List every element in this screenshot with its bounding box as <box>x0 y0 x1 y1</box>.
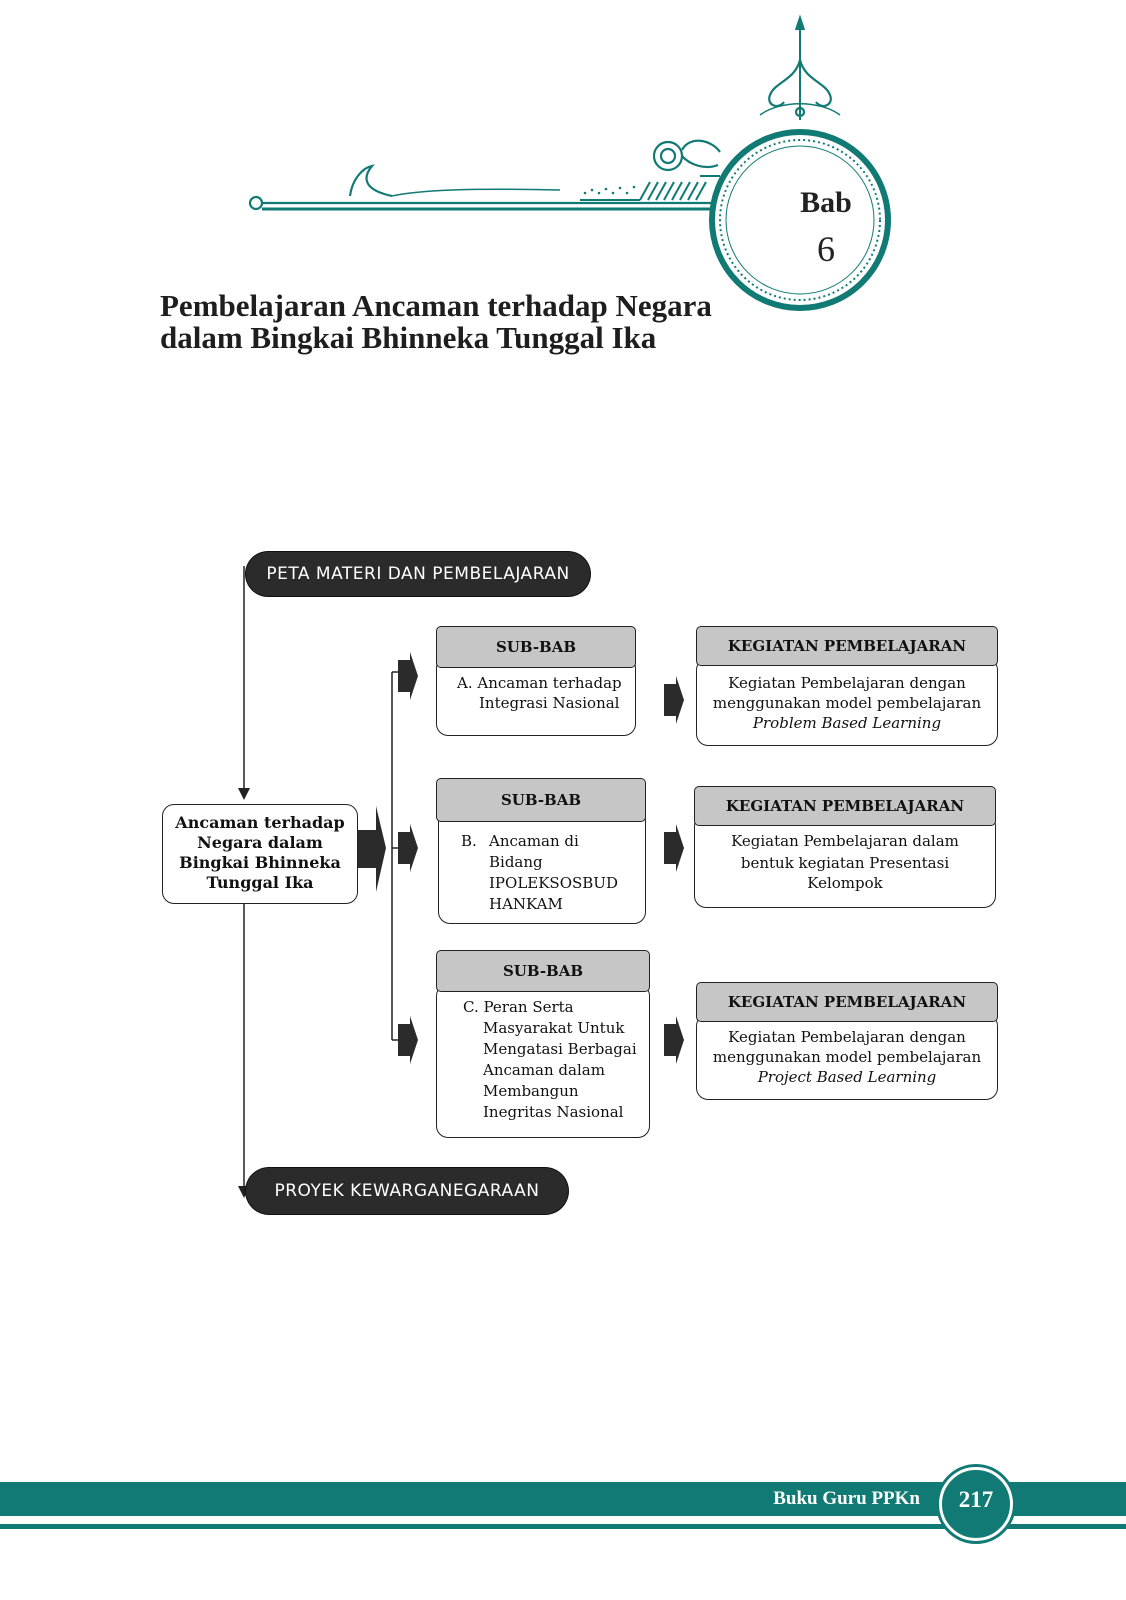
activity-box-c: Kegiatan Pembelajaran dengan menggunakan… <box>696 1014 998 1100</box>
arrow-down-icon <box>238 788 250 800</box>
subchapter-box-c: C. Peran Serta Masyarakat Untuk Mengatas… <box>436 984 650 1138</box>
footer-band <box>0 1482 1126 1516</box>
chapter-ornament <box>248 14 891 311</box>
block-arrow-icon <box>664 1016 684 1064</box>
subchapter-text: Ancaman di <box>489 832 579 850</box>
root-topic-line: Bingkai Bhinneka <box>179 853 341 872</box>
subchapter-text: HANKAM <box>489 895 563 913</box>
block-arrow-icon <box>398 1016 418 1064</box>
subchapter-text: Integrasi Nasional <box>479 694 620 712</box>
subchapter-text: Inegritas Nasional <box>483 1103 624 1121</box>
activity-box-a: Kegiatan Pembelajaran dengan menggunakan… <box>696 658 998 746</box>
chapter-title-line: Pembelajaran Ancaman terhadap Negara <box>160 288 712 323</box>
chapter-number: 6 <box>817 229 835 269</box>
subchapter-text: Membangun <box>483 1082 579 1100</box>
chapter-label: Bab <box>800 186 852 219</box>
activity-text: menggunakan model pembelajaran <box>712 694 982 712</box>
footer-book-title: Buku Guru PPKn <box>773 1488 920 1509</box>
activity-text: Problem Based Learning <box>752 714 942 732</box>
block-arrow-icon <box>398 652 418 700</box>
subchapter-marker: B. <box>461 832 477 850</box>
root-topic-line: Negara dalam <box>197 833 323 852</box>
chapter-title: Pembelajaran Ancaman terhadap Negara dal… <box>160 290 740 354</box>
activity-text: Project Based Learning <box>757 1068 937 1086</box>
root-topic-box: Ancaman terhadap Negara dalam Bingkai Bh… <box>162 804 358 904</box>
subchapter-box-a: A. Ancaman terhadap Integrasi Nasional <box>436 656 636 736</box>
block-arrow-icon <box>356 806 386 892</box>
activity-text: Kegiatan Pembelajaran dengan <box>728 1028 966 1046</box>
activity-header: KEGIATAN PEMBELAJARAN <box>696 982 998 1022</box>
chapter-title-line: dalam Bingkai Bhinneka Tunggal Ika <box>160 320 657 355</box>
subchapter-text: IPOLEKSOSBUD <box>489 874 618 892</box>
subchapter-header: SUB-BAB <box>436 950 650 992</box>
subchapter-header: SUB-BAB <box>436 778 646 822</box>
subchapter-header: SUB-BAB <box>436 626 636 668</box>
map-heading-pill: PETA MATERI DAN PEMBELAJARAN <box>246 552 590 596</box>
subchapter-text: Bidang <box>489 853 543 871</box>
activity-header: KEGIATAN PEMBELAJARAN <box>694 786 996 826</box>
footer-stripe <box>0 1524 1126 1529</box>
page-number: 217 <box>958 1487 994 1512</box>
block-arrow-icon <box>664 824 684 872</box>
activity-text: Kegiatan Pembelajaran dengan <box>728 674 966 692</box>
activity-header: KEGIATAN PEMBELAJARAN <box>696 626 998 666</box>
subchapter-box-b: B. Ancaman di Bidang IPOLEKSOSBUD HANKAM <box>438 808 646 924</box>
block-arrow-icon <box>398 824 418 872</box>
root-topic-line: Tunggal Ika <box>206 873 314 892</box>
activity-text: Kelompok <box>807 874 883 892</box>
subchapter-text: Masyarakat Untuk <box>483 1019 625 1037</box>
root-topic-line: Ancaman terhadap <box>175 813 345 832</box>
subchapter-text: Mengatasi Berbagai <box>483 1040 637 1058</box>
project-pill: PROYEK KEWARGANEGARAAN <box>246 1168 568 1214</box>
activity-text: menggunakan model pembelajaran <box>712 1048 982 1066</box>
subchapter-text: C. Peran Serta <box>463 998 574 1016</box>
activity-text: bentuk kegiatan Presentasi <box>740 854 950 872</box>
subchapter-text: A. Ancaman terhadap <box>457 674 622 692</box>
activity-box-b: Kegiatan Pembelajaran dalam bentuk kegia… <box>694 814 996 908</box>
subchapter-text: Ancaman dalam <box>483 1061 605 1079</box>
page-number-badge <box>939 1467 1013 1541</box>
block-arrow-icon <box>664 676 684 724</box>
activity-text: Kegiatan Pembelajaran dalam <box>731 832 959 850</box>
